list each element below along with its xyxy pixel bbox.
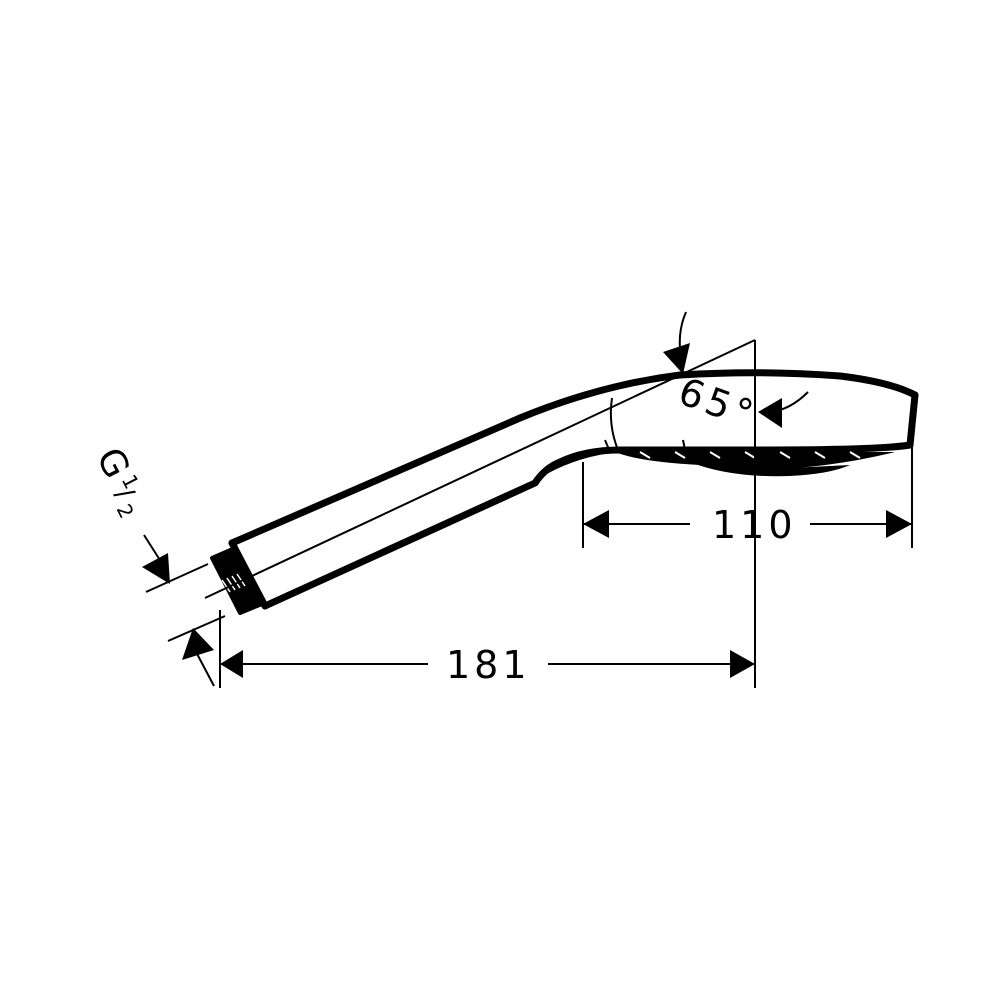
construction-lines <box>204 339 756 688</box>
neck-curve <box>261 458 564 610</box>
width-label: 110 <box>712 503 797 547</box>
length-label: 181 <box>446 643 531 687</box>
thread-dimension: G 1 / 2 <box>88 441 226 687</box>
svg-text:2: 2 <box>112 500 139 522</box>
hand-shower-body <box>210 369 919 615</box>
dimension-181: 181 <box>219 610 755 688</box>
thread-label: G 1 / 2 <box>88 441 144 522</box>
head-front-edge <box>906 391 919 449</box>
dimension-110: 110 <box>582 445 913 548</box>
thread-connector <box>210 546 264 615</box>
angle-label: 65° <box>673 369 763 437</box>
head-bottom-edge <box>556 441 914 466</box>
handle-top-edge <box>228 369 919 547</box>
